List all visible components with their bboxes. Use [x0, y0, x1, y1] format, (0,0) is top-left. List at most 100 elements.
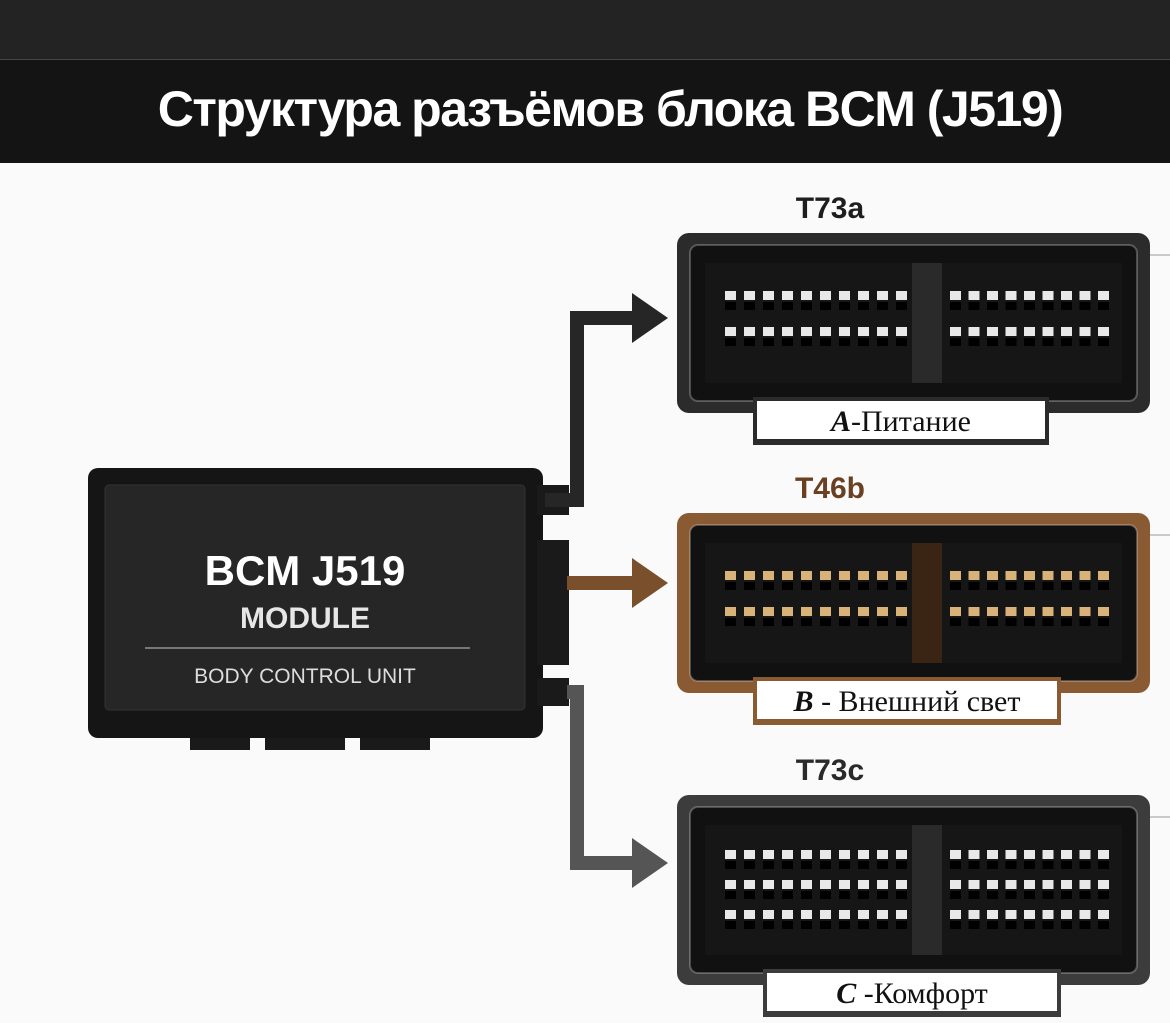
- pin: [820, 291, 831, 300]
- pin: [1061, 880, 1072, 889]
- arrow-c: [567, 685, 668, 888]
- pin: [801, 291, 812, 300]
- pin: [987, 571, 998, 580]
- pin: [858, 571, 869, 580]
- pin: [820, 327, 831, 336]
- pin: [1024, 327, 1035, 336]
- pin: [1061, 850, 1072, 859]
- pin: [1079, 607, 1091, 616]
- pin: [950, 571, 961, 580]
- module-subtitle: MODULE: [240, 602, 370, 635]
- pin: [763, 327, 774, 336]
- pin: [839, 880, 850, 889]
- pin: [1005, 571, 1017, 580]
- pin: [763, 850, 774, 859]
- pin: [725, 850, 736, 859]
- pin: [725, 607, 736, 616]
- pin: [950, 850, 961, 859]
- pin: [896, 880, 907, 889]
- pin: [1024, 910, 1035, 919]
- pin: [1079, 910, 1091, 919]
- connector-letter: C: [836, 977, 857, 1010]
- pin: [968, 880, 980, 889]
- module-caption: BODY CONTROL UNIT: [194, 665, 416, 688]
- pin: [763, 607, 774, 616]
- pin: [839, 850, 850, 859]
- pin: [1042, 880, 1054, 889]
- pin: [896, 607, 907, 616]
- pin: [1079, 880, 1091, 889]
- pin: [987, 607, 998, 616]
- pin: [782, 910, 793, 919]
- pin: [744, 291, 755, 300]
- pin: [1079, 327, 1091, 336]
- pin: [725, 327, 736, 336]
- pin: [744, 327, 755, 336]
- pin: [1042, 327, 1054, 336]
- pin: [1005, 327, 1017, 336]
- pin: [782, 607, 793, 616]
- pin: [801, 910, 812, 919]
- pin: [782, 571, 793, 580]
- pin: [896, 910, 907, 919]
- pin: [1061, 291, 1072, 300]
- pin: [1098, 571, 1109, 580]
- pin: [1079, 850, 1091, 859]
- connector-function: - Внешний свет: [814, 685, 1021, 718]
- pin: [801, 880, 812, 889]
- pin: [858, 880, 869, 889]
- pin: [877, 880, 888, 889]
- connector-label-box: [757, 681, 1057, 719]
- pin: [1024, 291, 1035, 300]
- pin: [1061, 607, 1072, 616]
- pin: [896, 571, 907, 580]
- pin: [763, 880, 774, 889]
- pin: [877, 850, 888, 859]
- pin: [1005, 607, 1017, 616]
- pin: [1024, 571, 1035, 580]
- connector-label-box: [757, 401, 1045, 439]
- pin: [877, 910, 888, 919]
- pin: [801, 571, 812, 580]
- arrow-b: [567, 558, 668, 608]
- pin: [1061, 571, 1072, 580]
- pin: [763, 571, 774, 580]
- pin: [1005, 850, 1017, 859]
- pin: [1042, 607, 1054, 616]
- pin: [839, 571, 850, 580]
- pin: [896, 850, 907, 859]
- connector-letter: A: [829, 405, 851, 438]
- page-title: Структура разъёмов блока BCM (J519): [157, 81, 1064, 137]
- pin: [858, 850, 869, 859]
- pin: [744, 607, 755, 616]
- pin: [968, 291, 980, 300]
- connector-letter: B: [793, 685, 814, 718]
- pin: [801, 327, 812, 336]
- pin: [1098, 850, 1109, 859]
- pin: [1024, 880, 1035, 889]
- pin: [858, 607, 869, 616]
- pin: [1098, 910, 1109, 919]
- pin: [725, 571, 736, 580]
- pin: [1042, 571, 1054, 580]
- pin: [987, 850, 998, 859]
- pin: [839, 291, 850, 300]
- pin: [763, 910, 774, 919]
- pin: [839, 327, 850, 336]
- pin: [968, 910, 980, 919]
- module-name: BCM J519: [205, 547, 406, 594]
- pin: [896, 327, 907, 336]
- pin: [744, 850, 755, 859]
- connector-label: C -Комфорт: [836, 977, 988, 1010]
- pin: [1098, 291, 1109, 300]
- pin: [1042, 291, 1054, 300]
- pin: [968, 327, 980, 336]
- connector-label: B - Внешний свет: [793, 685, 1021, 718]
- pin: [877, 327, 888, 336]
- pin: [858, 291, 869, 300]
- pin: [782, 850, 793, 859]
- pin: [987, 291, 998, 300]
